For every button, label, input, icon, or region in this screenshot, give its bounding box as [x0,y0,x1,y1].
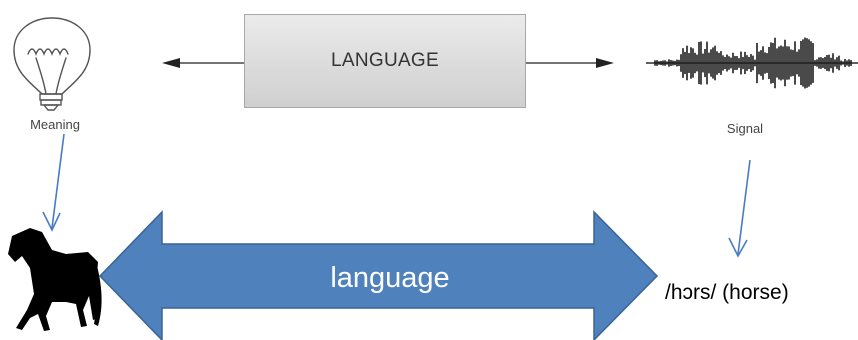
language-arrow-label: language [330,262,450,294]
left-black-arrow [162,58,244,68]
language-box: LANGUAGE [244,14,526,108]
signal-label: Signal [726,121,764,136]
meaning-connector-arrow [42,133,65,232]
meaning-label: Meaning [30,117,80,132]
right-black-arrow [526,58,614,68]
horse-icon [8,228,102,331]
signal-connector-arrow [728,159,751,258]
phonetic-transcription: /hɔrs/ (horse) [665,281,789,304]
language-double-arrow [98,210,659,340]
waveform-icon [646,37,858,89]
lightbulb-icon [13,17,91,111]
